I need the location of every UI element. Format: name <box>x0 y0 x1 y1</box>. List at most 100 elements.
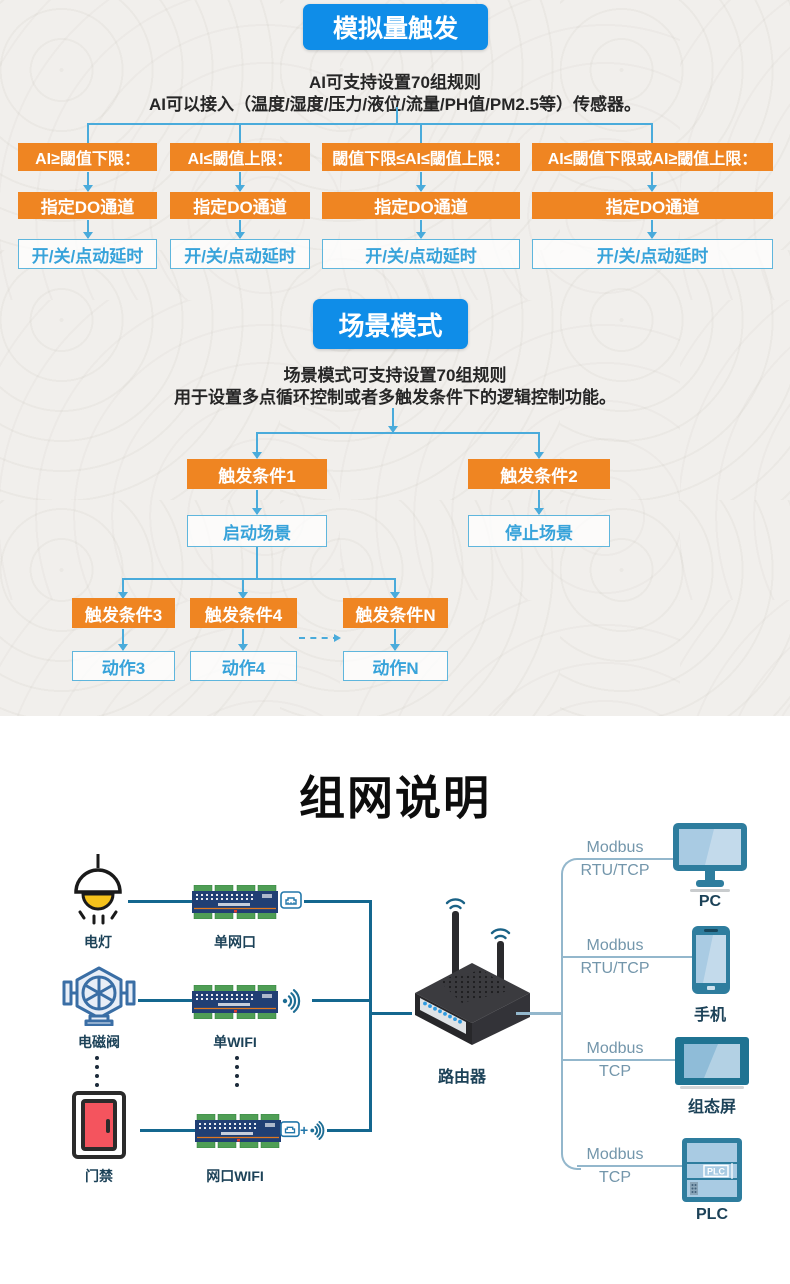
delay-box-3: 开/关/点动延时 <box>322 239 520 269</box>
hmi-screen-icon <box>675 1037 749 1089</box>
branch-line-hmi <box>562 1059 675 1061</box>
branch-line-pc <box>577 858 673 860</box>
flow-arrow <box>83 220 93 239</box>
phone-label: 手机 <box>693 1007 726 1024</box>
scene-section-title: 场景模式 <box>313 299 468 349</box>
protocol-label: Modbus <box>586 937 644 954</box>
lamp-label: 电灯 <box>84 934 112 950</box>
access-control-icon <box>72 1091 126 1159</box>
trigger-4-box: 触发条件4 <box>190 598 297 628</box>
flow-line <box>256 547 258 578</box>
flow-arrow <box>238 578 248 599</box>
network-section-title: 组网说明 <box>299 772 491 824</box>
analog-title-text: 模拟量触发 <box>332 15 458 43</box>
solenoid-valve-icon <box>62 966 136 1026</box>
pc-monitor-icon <box>673 823 747 892</box>
condition-box-4: AI≤閾值下限或AI≥閾值上限： <box>532 143 773 171</box>
branch-line-phone <box>562 956 693 958</box>
stop-scene-box: 停止场景 <box>468 515 610 547</box>
trigger-n-box: 触发条件N <box>343 598 448 628</box>
flow-arrow <box>238 629 248 651</box>
plus-glyph: + <box>300 1122 309 1138</box>
scene-desc-line1: 场景模式可支持设置70组规则 <box>283 366 507 385</box>
trunk-curve-bottom <box>561 1150 581 1170</box>
protocol-label: RTU/TCP <box>580 960 650 977</box>
flow-arrow <box>534 490 544 515</box>
protocol-label: Modbus <box>586 1146 644 1163</box>
router-label: 路由器 <box>437 1069 486 1086</box>
dashed-continuation-arrow <box>299 634 341 642</box>
flow-arrow <box>416 172 426 192</box>
scene-desc-line2: 用于设置多点循环控制或者多触发条件下的逻辑控制功能。 <box>174 388 616 407</box>
connection-line <box>516 1012 562 1015</box>
flow-arrow <box>83 172 93 192</box>
condition-box-1: AI≥閾值下限： <box>18 143 157 171</box>
flow-arrow <box>252 432 262 459</box>
trigger-2-box: 触发条件2 <box>468 459 610 489</box>
trunk-curve-top <box>561 858 581 878</box>
condition-box-2: AI≤閾值上限： <box>170 143 310 171</box>
pc-label: PC <box>698 893 722 910</box>
connection-line <box>128 900 192 903</box>
delay-box-2: 开/关/点动延时 <box>170 239 310 269</box>
delay-box-1: 开/关/点动延时 <box>18 239 157 269</box>
plc-icon: PLC <box>682 1138 742 1202</box>
flow-line <box>396 107 398 124</box>
module-label-ethernet: 单网口 <box>214 934 256 950</box>
connection-line <box>369 1012 412 1015</box>
do-channel-box-2: 指定DO通道 <box>170 192 310 219</box>
flow-line <box>420 123 422 144</box>
trunk-line <box>561 874 563 1151</box>
flow-line <box>123 578 395 580</box>
ethernet-icon <box>280 891 302 909</box>
solenoid-valve-label: 电磁阀 <box>78 1034 120 1050</box>
action-n-box: 动作N <box>343 651 448 681</box>
access-control-label: 门禁 <box>85 1168 113 1184</box>
wifi-icon <box>310 1121 325 1140</box>
action-4-box: 动作4 <box>190 651 297 681</box>
protocol-label: TCP <box>599 1169 631 1186</box>
protocol-label: Modbus <box>586 1040 644 1057</box>
connection-line <box>327 1129 371 1132</box>
flow-arrow <box>118 578 128 599</box>
scene-title-text: 场景模式 <box>338 310 443 341</box>
flow-arrow <box>647 172 657 192</box>
flow-arrow <box>534 432 544 459</box>
module-label-wifi: 单WIFI <box>213 1034 257 1050</box>
protocol-label: RTU/TCP <box>580 862 650 879</box>
flow-line <box>88 123 653 125</box>
din-module-icon <box>195 1114 281 1148</box>
flow-line <box>651 123 653 144</box>
module-label-eth-wifi: 网口WIFI <box>206 1168 264 1184</box>
din-module-icon <box>192 985 278 1019</box>
connection-line <box>304 900 371 903</box>
router-icon <box>415 898 530 1045</box>
delay-box-4: 开/关/点动延时 <box>532 239 773 269</box>
flow-arrow <box>388 408 398 433</box>
flow-arrow <box>235 172 245 192</box>
din-module-icon <box>192 885 278 919</box>
flow-line <box>239 123 241 144</box>
do-channel-box-4: 指定DO通道 <box>532 192 773 219</box>
start-scene-box: 启动场景 <box>187 515 327 547</box>
patterned-background <box>0 0 790 716</box>
connection-line <box>312 999 371 1002</box>
analog-section-title: 模拟量触发 <box>303 4 488 50</box>
do-channel-box-3: 指定DO通道 <box>322 192 520 219</box>
flow-arrow <box>252 490 262 515</box>
wifi-icon <box>282 989 301 1013</box>
protocol-label: TCP <box>599 1063 631 1080</box>
ethernet-icon <box>280 1121 300 1138</box>
plc-label: PLC <box>696 1206 728 1223</box>
action-3-box: 动作3 <box>72 651 175 681</box>
flow-arrow <box>118 629 128 651</box>
connection-line <box>140 1129 195 1132</box>
flow-line <box>257 432 540 434</box>
flow-arrow <box>647 220 657 239</box>
connection-line <box>138 999 192 1002</box>
do-channel-box-1: 指定DO通道 <box>18 192 157 219</box>
branch-line-plc <box>577 1165 682 1167</box>
analog-desc-line1: AI可支持设置70组规则 <box>309 73 481 92</box>
trigger-1-box: 触发条件1 <box>187 459 327 489</box>
